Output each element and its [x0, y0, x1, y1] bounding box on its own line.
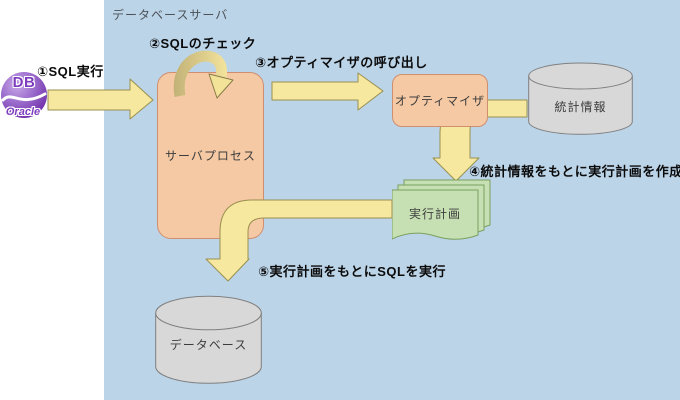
optimizer-label: オプティマイザ — [394, 94, 486, 108]
cylinder-shape — [528, 62, 633, 135]
oracle-name-label: Oracle — [5, 106, 41, 118]
oracle-swoosh-icon — [1, 92, 47, 102]
panel-title: データベースサーバ — [112, 8, 229, 22]
oracle-db-label: DB — [12, 74, 36, 91]
execution-plan-label: 実行計画 — [408, 207, 461, 221]
arrow-step2-loop — [173, 50, 227, 97]
server-process-label: サーバプロセス — [165, 149, 256, 163]
arrow-step5-elbow — [205, 199, 393, 282]
step-label-5: ⑤実行計画をもとにSQLを実行 — [258, 264, 446, 279]
step-label-4: ④統計情報をもとに実行計画を作成 — [469, 164, 680, 179]
database-label: データベース — [169, 338, 248, 352]
step-label-1: ①SQL実行 — [37, 64, 104, 79]
step-label-2: ②SQLのチェック — [149, 36, 257, 51]
arrow-step1 — [47, 78, 154, 120]
plan-pages — [392, 179, 491, 240]
optimizer-box: オプティマイザ — [392, 74, 488, 127]
oracle-db-icon: DB Oracle — [0, 70, 52, 128]
step-label-3: ③オプティマイザの呼び出し — [255, 55, 428, 70]
arrow-step2-head — [208, 73, 234, 99]
oracle-sphere — [1, 72, 47, 118]
database-cylinder: データベース — [155, 295, 262, 385]
execution-plan-stack: 実行計画 — [392, 179, 492, 247]
statistics-label: 統計情報 — [554, 100, 607, 114]
arrow-step3 — [271, 72, 384, 111]
statistics-cylinder: 統計情報 — [528, 62, 633, 135]
cylinder-shape — [155, 295, 262, 384]
